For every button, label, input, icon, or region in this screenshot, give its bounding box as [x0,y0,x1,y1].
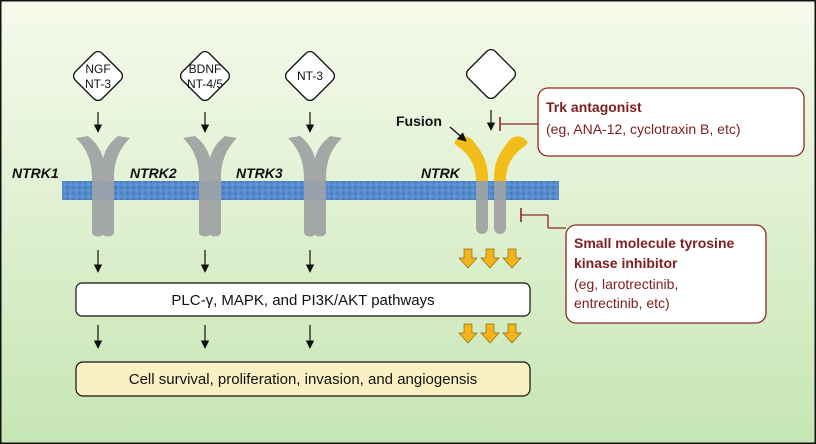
ligand-nt3: NT-3 [284,50,336,102]
fusion-signaling-arrows-1 [458,248,522,269]
ligand-ngf: NGF NT-3 [72,50,124,102]
ligand-diamond [465,48,517,100]
tm-segment [304,181,316,200]
receptor-left-arm [76,136,104,237]
receptor-label-ntrk1: NTRK1 [12,165,59,181]
ligand-bdnf: BDNF NT-4/5 [179,50,231,102]
ligand-label-line2: NT-4/5 [187,77,223,91]
pathways-rect [75,282,531,317]
receptor-right-arm [102,136,130,237]
receptor-ntrk1 [76,136,130,237]
tki-callout: Small molecule tyrosine kinase inhibitor… [565,224,767,324]
trk-antagonist-detail: (eg, ANA-12, cyclotraxin B, etc) [546,121,741,137]
receptor-right-arm [314,136,342,237]
ligand-diamond [72,50,124,102]
outcome-rect [75,361,531,397]
down-arrow-icon [502,248,522,269]
tm-segment [199,181,211,200]
trk-antagonist-title: Trk antagonist [546,99,642,115]
ligand-diamond [179,50,231,102]
tki-title-line2: kinase inhibitor [574,255,678,271]
outcome-label: Cell survival, proliferation, invasion, … [129,371,478,388]
down-arrow-icon [458,248,478,269]
down-arrow-icon [480,248,500,269]
receptor-left-arm [183,136,211,237]
pathway-to-outcome-arrows [93,325,315,349]
fusion-label: Fusion [396,113,442,129]
ligand-label-line2: NT-3 [85,77,111,91]
receptor-ntrk-fusion [454,136,528,234]
fusion-left-arm [454,136,488,190]
callout-box [537,87,805,157]
trk-antagonist-callout: Trk antagonist (eg, ANA-12, cyclotraxin … [537,87,805,157]
ligand-label-line1: NT-3 [297,69,323,83]
tki-detail-line1: (eg, larotrectinib, [574,276,678,292]
receptor-label-ntrk2: NTRK2 [130,165,177,181]
tm-segment [494,181,506,200]
tm-segment [476,181,488,200]
ligand-arrows [93,110,496,133]
tki-title-line1: Small molecule tyrosine [574,235,734,251]
fusion-signaling-arrows-2 [458,323,522,344]
tm-segment [209,181,221,200]
receptor-to-pathway-arrows [93,250,315,273]
tm-segment [102,181,114,200]
fusion-arrow [449,126,467,142]
pathways-box: PLC-γ, MAPK, and PI3K/AKT pathways [75,282,531,317]
receptor-left-arm [288,136,316,237]
receptor-transmembrane [92,181,506,200]
tm-segment [314,181,326,200]
callout-box [565,224,767,324]
ligand-label-line1: NGF [85,62,110,76]
receptor-label-ntrk3: NTRK3 [236,165,283,181]
tki-inhibition [520,208,566,229]
down-arrow-icon [480,323,500,344]
ligand-label-line1: BDNF [189,62,222,76]
receptor-ntrk2 [183,136,237,237]
outcome-box: Cell survival, proliferation, invasion, … [75,361,531,397]
receptor-ntrk3 [288,136,342,237]
receptor-right-arm [209,136,237,237]
pathways-label: PLC-γ, MAPK, and PI3K/AKT pathways [171,292,434,309]
receptor-label-ntrk: NTRK [421,165,461,181]
ligand-diamond [284,50,336,102]
fusion-right-arm [494,136,528,190]
down-arrow-icon [458,323,478,344]
tm-segment [92,181,104,200]
ligand-empty [465,48,517,100]
down-arrow-icon [502,323,522,344]
trk-antagonist-inhibition [499,117,538,131]
tki-detail-line2: entrectinib, etc) [574,295,670,311]
